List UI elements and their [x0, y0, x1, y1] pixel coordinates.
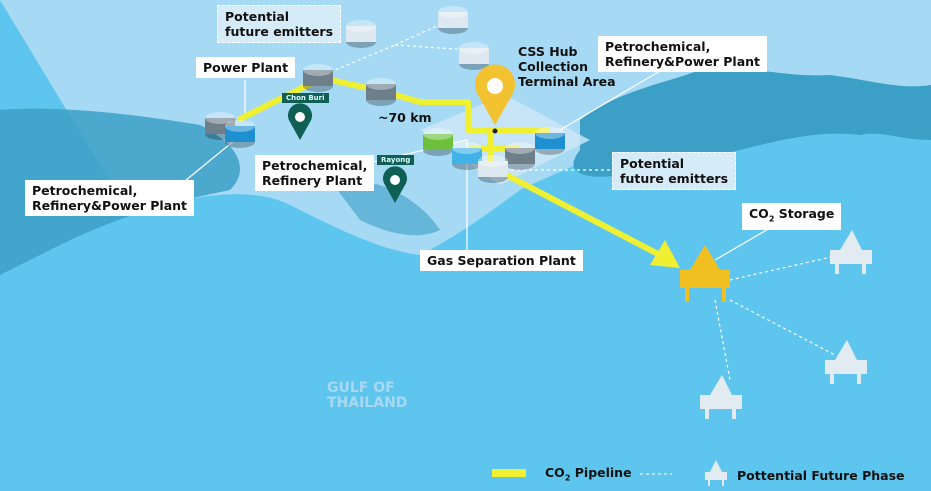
channel	[573, 67, 931, 177]
label-text: Storage	[774, 206, 835, 221]
platform-icon	[700, 375, 742, 419]
petro-left-label: Petrochemical,Refinery&Power Plant	[25, 180, 195, 216]
label-text: Pipeline	[570, 465, 632, 480]
label-text: CO	[749, 206, 769, 221]
label-line: Potential	[225, 9, 290, 24]
label-text: CO	[545, 465, 565, 480]
hub-area	[420, 95, 590, 185]
legend-future-label: Pottential Future Phase	[737, 468, 905, 483]
subscript: 2	[768, 214, 775, 224]
power-plant-label: Power Plant	[196, 57, 296, 78]
label-line: THAILAND	[327, 395, 408, 411]
label-line: future emitters	[225, 24, 334, 39]
chon-buri-pin-icon	[288, 103, 312, 140]
label-line: GULF OF	[327, 380, 395, 396]
label-line: Potential	[620, 156, 685, 171]
petro-mid-label: Petrochemical,Refinery Plant	[255, 155, 375, 191]
coast-mid	[330, 179, 440, 236]
label-line: Terminal Area	[518, 74, 616, 89]
label-line: future emitters	[620, 171, 729, 186]
label-line: Refinery Plant	[262, 173, 363, 188]
rayong-pin-icon	[383, 166, 408, 203]
label-line: Petrochemical,	[32, 183, 138, 198]
future-platform-icons	[700, 230, 872, 486]
label-line: Refinery&Power Plant	[605, 54, 761, 69]
co2-storage-label: CO2 Storage	[742, 203, 842, 230]
co2-storage-platform-icon	[680, 245, 730, 302]
rayong-label: Rayong	[377, 155, 415, 165]
label-line: Collection	[518, 59, 588, 74]
css-hub-pin-icon	[475, 64, 515, 134]
legend-platform-icon	[705, 460, 727, 486]
legend-pipeline-swatch	[492, 469, 526, 477]
chon-buri-label: Chon Buri	[282, 93, 329, 103]
petro-right-label: Petrochemical,Refinery&Power Plant	[598, 36, 768, 72]
label-line: Petrochemical,	[605, 39, 711, 54]
platform-icon	[825, 340, 867, 384]
label-line: CSS Hub	[518, 44, 578, 59]
legend-pipeline-label: CO2 Pipeline	[545, 465, 632, 483]
label-line: Refinery&Power Plant	[32, 198, 188, 213]
label-line: Petrochemical,	[262, 158, 368, 173]
platform-icon	[830, 230, 872, 274]
subscript: 2	[564, 473, 571, 483]
distance-label: ~70 km	[378, 110, 432, 125]
pipeline-arrowhead	[650, 240, 680, 268]
gas-separation-label: Gas Separation Plant	[420, 250, 583, 271]
